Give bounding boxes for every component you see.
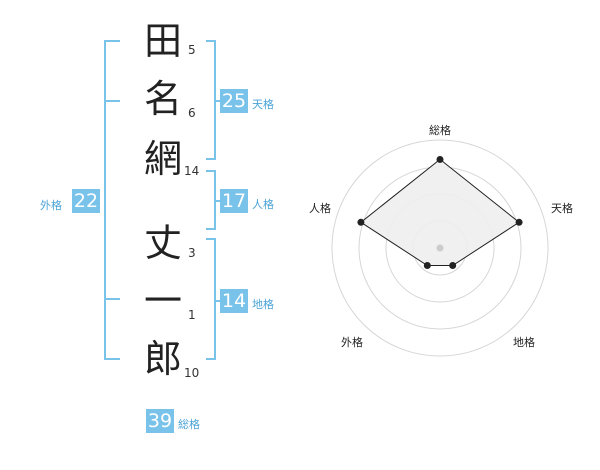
name-char-1: 田 [143, 19, 182, 63]
radar-label-chikaku: 地格 [513, 335, 535, 349]
radar-polygon [360, 158, 520, 266]
name-char-4: 丈 [143, 221, 182, 265]
radar-center-dot [436, 244, 444, 252]
radar-grid-ring [331, 139, 549, 357]
jinkaku-connector [214, 200, 222, 202]
tenkaku-value-box: 25 [220, 89, 248, 113]
radar-label-gaikaku: 外格 [341, 335, 363, 349]
stroke-count-5: 1 [188, 308, 196, 322]
name-char-6: 郎 [143, 337, 182, 381]
radar-point-5 [357, 218, 365, 226]
gaikaku-label: 外格 [40, 199, 62, 212]
tenkaku-label: 天格 [252, 98, 274, 111]
soukaku-label: 総格 [178, 418, 200, 431]
chikaku-value-box: 14 [220, 289, 248, 313]
radar-point-2 [515, 218, 523, 226]
gaikaku-value-box: 22 [72, 189, 100, 213]
soukaku-value-box: 39 [146, 409, 174, 433]
radar-points [357, 155, 523, 269]
radar-label-tenkaku: 天格 [551, 201, 573, 215]
stroke-count-1: 5 [188, 43, 196, 57]
radar-point-3 [449, 261, 457, 269]
jinkaku-label: 人格 [252, 198, 274, 211]
tenkaku-connector [214, 100, 222, 102]
radar-label-jinkaku: 人格 [309, 201, 331, 215]
chikaku-connector [214, 300, 222, 302]
radar-label-soukaku: 総格 [429, 123, 451, 137]
name-char-2: 名 [143, 77, 182, 121]
radar-point-4 [423, 261, 431, 269]
stroke-count-2: 6 [188, 106, 196, 120]
name-char-3: 網 [143, 137, 182, 181]
jinkaku-value-box: 17 [220, 189, 248, 213]
stroke-count-3: 14 [184, 164, 200, 178]
stroke-count-6: 10 [184, 366, 200, 380]
chikaku-label: 地格 [252, 298, 274, 311]
stroke-count-4: 3 [188, 246, 196, 260]
radar-point-1 [436, 155, 444, 163]
name-char-5: 一 [143, 279, 182, 323]
